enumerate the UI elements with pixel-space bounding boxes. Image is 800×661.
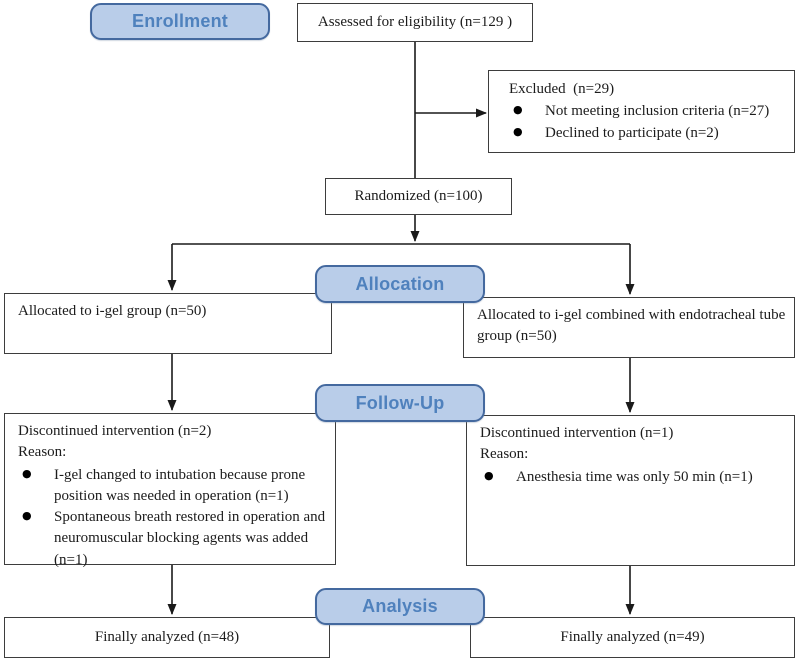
box-excluded: Excluded (n=29) ● Not meeting inclusion … — [488, 70, 795, 153]
excluded-item-text: Not meeting inclusion criteria (n=27) — [545, 103, 770, 120]
box-followup-igel-ett-group: Discontinued intervention (n=1) Reason: … — [466, 415, 795, 566]
an-left-text: Finally analyzed (n=48) — [94, 628, 240, 645]
stage-label-followup-text: Follow-Up — [355, 392, 445, 413]
alloc-left-text: Allocated to i-gel group (n=50) — [18, 303, 207, 319]
fu-right-list: ● Anesthesia time was only 50 min (n=1) — [480, 467, 786, 488]
bullet-icon: ● — [22, 466, 32, 480]
list-item: ● Not meeting inclusion criteria (n=27) — [509, 101, 788, 122]
box-finally-analyzed-igel: Finally analyzed (n=48) — [4, 617, 330, 658]
list-item: ● Spontaneous breath restored in operati… — [18, 507, 327, 571]
fu-left-reason-label: Reason: — [18, 444, 67, 461]
stage-label-enrollment: Enrollment — [90, 3, 270, 40]
excluded-item-text: Declined to participate (n=2) — [545, 124, 719, 141]
stage-label-analysis-text: Analysis — [362, 596, 438, 616]
stage-label-enrollment-text: Enrollment — [131, 11, 228, 31]
box-assessed-for-eligibility: Assessed for eligibility (n=129 ) — [297, 3, 533, 42]
bullet-icon: ● — [513, 103, 523, 117]
box-allocated-igel-group: Allocated to i-gel group (n=50) — [4, 293, 332, 354]
stage-label-followup: Follow-Up — [315, 384, 485, 422]
box-followup-igel-group: Discontinued intervention (n=2) Reason: … — [4, 413, 336, 568]
fu-right-title: Discontinued intervention (n=1) — [480, 425, 674, 441]
alloc-right-text: Allocated to i-gel combined with endotra… — [477, 307, 786, 345]
fu-right-reason-label: Reason: — [480, 446, 529, 463]
bullet-icon: ● — [22, 509, 32, 523]
box-randomized: Randomized (n=100) — [325, 178, 512, 215]
stage-label-analysis: Analysis — [315, 588, 485, 625]
fu-left-list: ● I-gel changed to intubation because pr… — [18, 465, 327, 571]
randomized-text: Randomized (n=100) — [354, 187, 483, 204]
fu-left-title: Discontinued intervention (n=2) — [18, 423, 212, 439]
fu-left-item-text: Spontaneous breath restored in operation… — [54, 509, 326, 568]
box-allocated-igel-ett-group: Allocated to i-gel combined with endotra… — [463, 297, 795, 358]
excluded-list: ● Not meeting inclusion criteria (n=27) … — [509, 101, 788, 144]
bullet-icon: ● — [513, 124, 523, 138]
excluded-title: Excluded (n=29) — [509, 81, 615, 97]
box-finally-analyzed-igel-ett: Finally analyzed (n=49) — [470, 617, 795, 658]
stage-label-allocation-text: Allocation — [355, 273, 445, 294]
an-right-text: Finally analyzed (n=49) — [560, 628, 705, 645]
list-item: ● I-gel changed to intubation because pr… — [18, 465, 327, 508]
fu-left-item-text: I-gel changed to intubation because pron… — [54, 466, 306, 504]
assessed-text: Assessed for eligibility (n=129 ) — [317, 13, 513, 30]
list-item: ● Anesthesia time was only 50 min (n=1) — [480, 467, 786, 488]
bullet-icon: ● — [484, 468, 494, 482]
stage-label-allocation: Allocation — [315, 265, 485, 303]
list-item: ● Declined to participate (n=2) — [509, 123, 788, 144]
fu-right-item-text: Anesthesia time was only 50 min (n=1) — [516, 468, 753, 485]
